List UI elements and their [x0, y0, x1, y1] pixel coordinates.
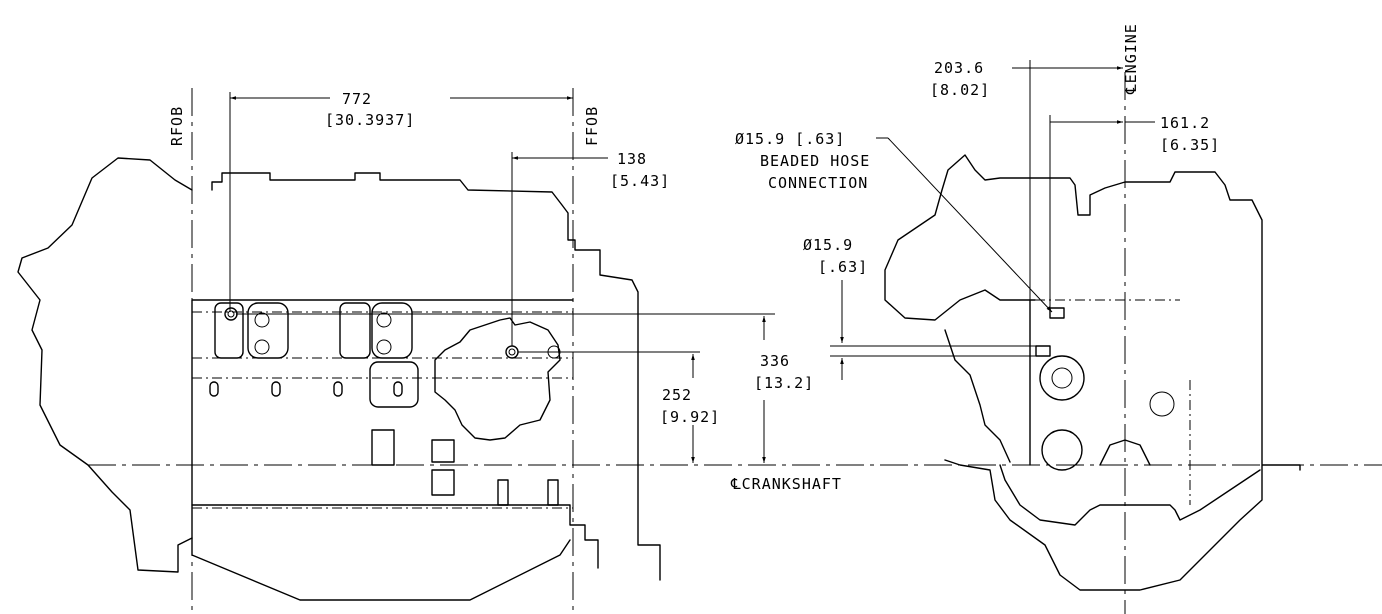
ffob-label: FFOB	[583, 106, 601, 146]
engine-block-front	[944, 171, 1301, 591]
pulley-lower	[1041, 429, 1083, 471]
text-labels: RFOB FFOB ℄ENGINE ℄CRANKSHAFT 772 [30.39…	[168, 23, 1220, 493]
dim-772: 772	[342, 90, 372, 108]
hose-diameter: Ø15.9 [.63]	[735, 130, 845, 148]
oil-pan	[191, 504, 571, 601]
lower-hose-fitting	[1035, 345, 1051, 357]
timing-cover	[434, 317, 561, 441]
hose-label-2: CONNECTION	[768, 174, 868, 192]
cylinder-ports	[209, 302, 559, 506]
oil-sump-front	[999, 464, 1261, 526]
dimension-lines	[229, 60, 1155, 463]
front-view	[884, 154, 1301, 591]
dia-lower: Ø15.9	[803, 236, 853, 254]
dim-252: 252	[662, 386, 692, 404]
turbo-housing	[884, 154, 1126, 321]
dim-161: 161.2	[1160, 114, 1210, 132]
side-view	[17, 157, 661, 601]
centerlines	[88, 72, 1382, 614]
rfob-label: RFOB	[168, 106, 186, 146]
side-cover	[944, 299, 1031, 466]
dim-138: 138	[617, 150, 647, 168]
beaded-hose-fitting	[1049, 307, 1065, 319]
hose-fitting-front	[505, 345, 519, 359]
dim-203-inch: [8.02]	[930, 81, 990, 99]
rocker-cover	[211, 172, 661, 581]
dia-lower-inch: [.63]	[818, 258, 868, 276]
dim-336: 336	[760, 352, 790, 370]
engine-block	[191, 299, 599, 569]
dim-772-inch: [30.3937]	[325, 111, 415, 129]
crankshaft-label: ℄CRANKSHAFT	[730, 475, 842, 493]
hose-label-1: BEADED HOSE	[760, 152, 870, 170]
dim-161-inch: [6.35]	[1160, 136, 1220, 154]
dim-252-inch: [9.92]	[660, 408, 720, 426]
dim-336-inch: [13.2]	[754, 374, 814, 392]
engine-centerline-label: ℄ENGINE	[1122, 23, 1140, 95]
hose-fitting-rear	[224, 307, 238, 321]
dim-203: 203.6	[934, 59, 984, 77]
dotted-rails	[192, 311, 573, 509]
dim-138-inch: [5.43]	[610, 172, 670, 190]
pulley-upper	[1039, 355, 1085, 401]
flywheel-housing	[17, 157, 193, 573]
